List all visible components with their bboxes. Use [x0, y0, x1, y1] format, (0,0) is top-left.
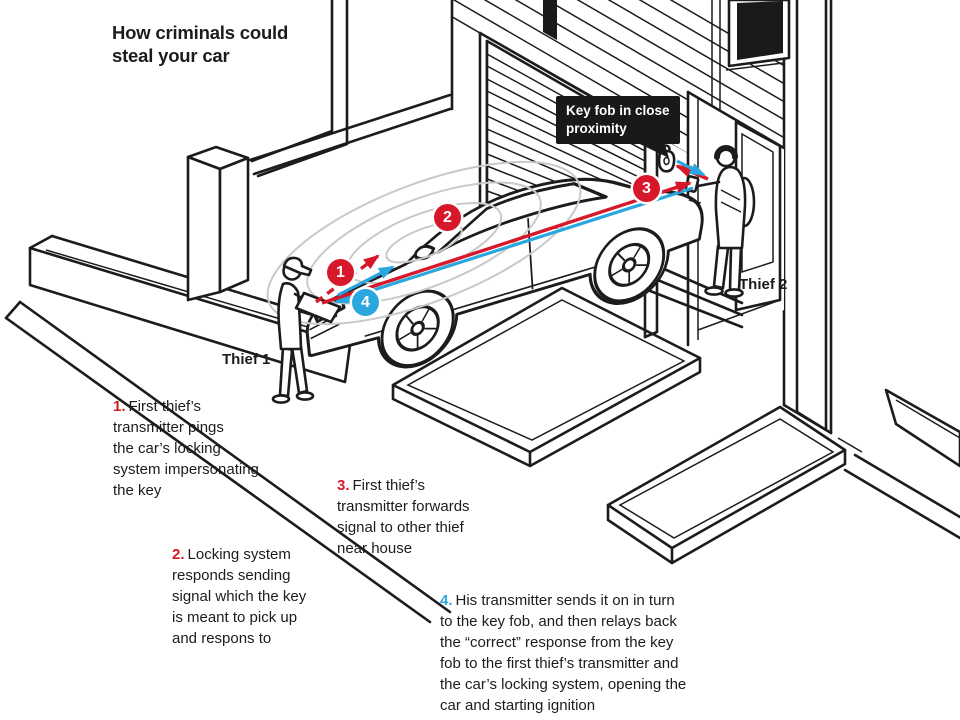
- car: [305, 177, 704, 369]
- step-1-number: 1.: [113, 398, 126, 415]
- blue-response-arrow: [337, 265, 395, 297]
- page-title: How criminals could steal your car: [112, 22, 289, 66]
- marker-3: 3: [633, 175, 660, 202]
- small-window-pane: [543, 0, 557, 40]
- blue-from-fob-arrow: [676, 159, 706, 177]
- thief1-torso: [277, 282, 303, 351]
- thief1-leg: [278, 345, 294, 398]
- thief2-figure: [684, 145, 756, 298]
- pillar: [186, 145, 250, 302]
- slab-far-right: [884, 388, 960, 468]
- step-2-text: 2.Locking system responds sending signal…: [172, 546, 307, 647]
- blue-return-line: [334, 186, 694, 304]
- step-3-text: 3.First thief’s transmitter forwards sig…: [337, 477, 470, 557]
- thief2-hair: [714, 145, 738, 160]
- step-1-text: 1.First thief’s transmitter pings the ca…: [113, 398, 259, 499]
- slab-middle: [391, 286, 702, 468]
- thief2-arm: [696, 180, 721, 188]
- upper-window: [711, 0, 791, 110]
- slab-right: [606, 405, 847, 565]
- step-3-number: 3.: [337, 477, 350, 494]
- step-4-text: 4.His transmitter sends it on in turn to…: [440, 592, 687, 714]
- rear-wheel: [593, 227, 666, 303]
- side-glass: [436, 182, 608, 254]
- thief1-cap: [282, 256, 313, 277]
- signal-arrows: [314, 159, 709, 305]
- thief1-figure: [271, 256, 342, 404]
- thief1-leg: [290, 345, 309, 395]
- step-4-number: 4.: [440, 592, 453, 609]
- house-facade: [452, 0, 833, 435]
- marker-2: 2: [434, 204, 461, 231]
- thief1-label: Thief 1: [222, 351, 271, 368]
- window-pane-dark: [737, 1, 783, 60]
- red-relay-line: [321, 181, 692, 305]
- left-wall-and-pillar: [28, 0, 454, 384]
- key-fob-callout: Key fob in close proximity: [556, 96, 680, 145]
- step-2-number: 2.: [172, 546, 185, 563]
- marker-1: 1: [327, 259, 354, 286]
- front-wheel: [380, 289, 455, 368]
- paving-slabs: [391, 286, 960, 565]
- marker-4: 4: [352, 289, 379, 316]
- thief2-label: Thief 2: [739, 276, 788, 293]
- backpack-straps: [720, 189, 742, 213]
- driveway-ground: [4, 300, 960, 624]
